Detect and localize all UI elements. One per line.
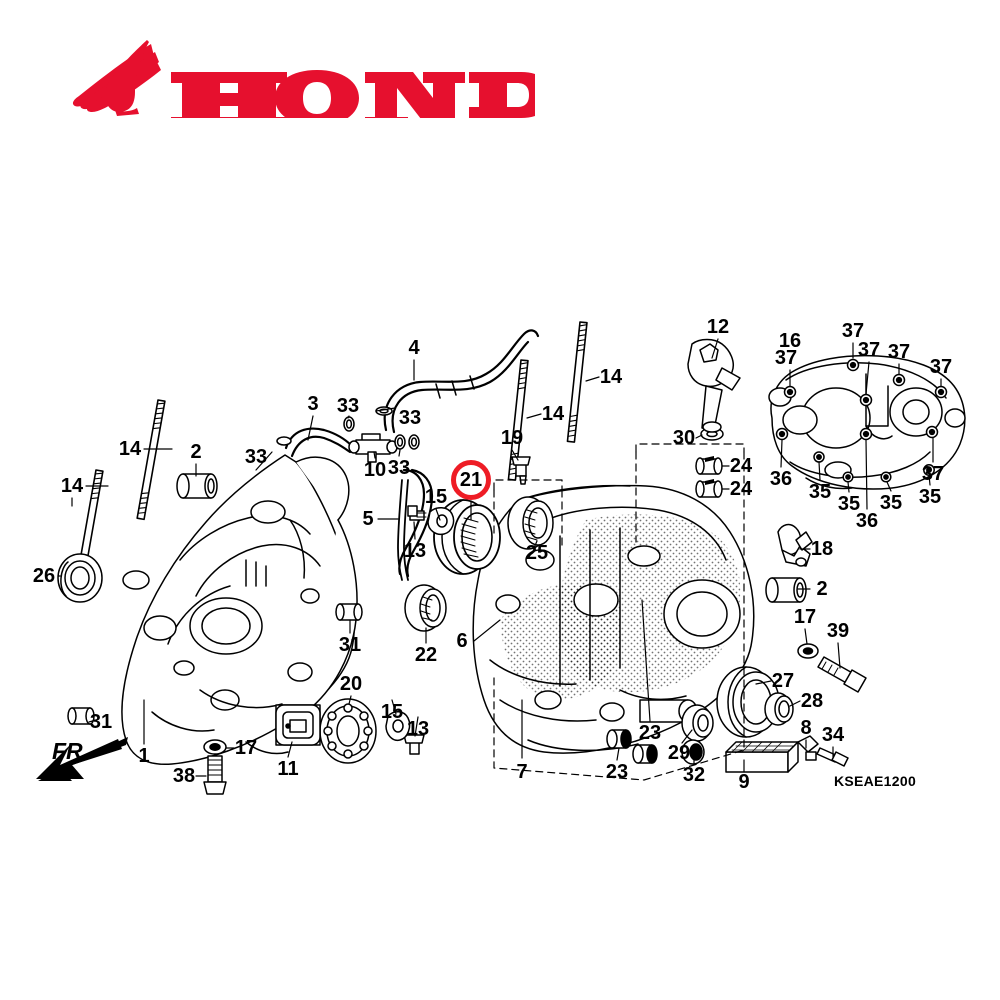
leader-lines: [57, 338, 942, 777]
callout-21-selected[interactable]: 21: [451, 460, 491, 500]
honda-wordmark: [171, 70, 535, 118]
callout-25[interactable]: 25: [525, 542, 549, 564]
honda-wing-icon: [72, 40, 161, 116]
bearing-25: [507, 496, 554, 550]
callout-6[interactable]: 6: [456, 630, 468, 652]
callout-4[interactable]: 4: [408, 337, 420, 359]
breather-hoses: [284, 329, 540, 581]
callout-37[interactable]: 37: [857, 339, 881, 361]
callout-23[interactable]: 23: [638, 722, 662, 744]
callout-33[interactable]: 33: [387, 457, 411, 479]
callout-17[interactable]: 17: [234, 737, 258, 759]
callout-24[interactable]: 24: [729, 478, 753, 500]
callout-13[interactable]: 13: [406, 718, 430, 740]
callout-28[interactable]: 28: [800, 690, 824, 712]
left-crankcase-half: [121, 454, 358, 766]
needle-bearing-21: [433, 499, 501, 575]
callout-31[interactable]: 31: [338, 634, 362, 656]
front-direction-label: FR.: [52, 738, 90, 764]
callout-37[interactable]: 37: [774, 347, 798, 369]
callout-16[interactable]: 16: [778, 330, 802, 352]
callout-30[interactable]: 30: [672, 427, 696, 449]
callout-15[interactable]: 15: [424, 486, 448, 508]
fastener-group-left: [203, 739, 227, 795]
callout-15[interactable]: 15: [380, 701, 404, 723]
callout-2[interactable]: 2: [816, 578, 828, 600]
callout-29[interactable]: 29: [667, 742, 691, 764]
group-bracket: [493, 443, 745, 781]
callout-37[interactable]: 37: [929, 356, 953, 378]
callout-37[interactable]: 37: [921, 463, 945, 485]
honda-brand-header: [55, 38, 535, 118]
callout-23[interactable]: 23: [605, 761, 629, 783]
bearing-22: [404, 584, 447, 632]
callout-3[interactable]: 3: [307, 393, 319, 415]
callout-31[interactable]: 31: [89, 711, 113, 733]
callout-18[interactable]: 18: [810, 538, 834, 560]
diagram-part-code: KSEAE1200: [833, 773, 917, 789]
callout-37[interactable]: 37: [841, 320, 865, 342]
callout-7[interactable]: 7: [516, 761, 528, 783]
callout-33[interactable]: 33: [244, 446, 268, 468]
callout-10[interactable]: 10: [363, 459, 387, 481]
callout-14[interactable]: 14: [541, 403, 565, 425]
callout-36[interactable]: 36: [769, 468, 793, 490]
callout-8[interactable]: 8: [800, 717, 812, 739]
callout-36[interactable]: 36: [855, 510, 879, 532]
callout-33[interactable]: 33: [336, 395, 360, 417]
callout-38[interactable]: 38: [172, 765, 196, 787]
callout-33[interactable]: 33: [398, 407, 422, 429]
hose-joint-fitting: [276, 406, 420, 463]
oil-strainer-11: [275, 704, 321, 746]
callout-14[interactable]: 14: [60, 475, 84, 497]
crankcase-cover: [768, 354, 966, 490]
right-crankcase-half: [472, 484, 755, 754]
callout-35[interactable]: 35: [879, 492, 903, 514]
callout-19[interactable]: 19: [500, 427, 524, 449]
callout-35[interactable]: 35: [918, 486, 942, 508]
callout-13[interactable]: 13: [403, 540, 427, 562]
front-direction-marker: [18, 735, 133, 790]
callout-9[interactable]: 9: [738, 771, 750, 793]
callout-24[interactable]: 24: [729, 455, 753, 477]
callout-32[interactable]: 32: [682, 764, 706, 786]
callout-1[interactable]: 1: [138, 745, 150, 767]
callout-35[interactable]: 35: [837, 493, 861, 515]
callout-14[interactable]: 14: [118, 438, 142, 460]
callout-22[interactable]: 22: [414, 644, 438, 666]
shift-fork-18: [777, 523, 813, 567]
gear-shift-arm-12: [687, 338, 741, 433]
callout-27[interactable]: 27: [771, 670, 795, 692]
callout-39[interactable]: 39: [826, 620, 850, 642]
oil-seal-26: [57, 553, 103, 603]
ball-bearing-20: [319, 698, 377, 764]
callout-11[interactable]: 11: [277, 758, 299, 780]
honda-logo: [72, 40, 535, 118]
callout-14[interactable]: 14: [599, 366, 623, 388]
small-fastener-group: [385, 456, 531, 755]
callout-35[interactable]: 35: [808, 481, 832, 503]
callout-17[interactable]: 17: [793, 606, 817, 628]
dowel-pin-group: [67, 427, 807, 764]
arrow-down-left-icon: [36, 737, 128, 781]
callout-20[interactable]: 20: [339, 673, 363, 695]
callout-37[interactable]: 37: [887, 341, 911, 363]
callout-26[interactable]: 26: [32, 565, 56, 587]
callout-12[interactable]: 12: [706, 316, 730, 338]
hose-clip-icon: [276, 406, 420, 450]
callout-34[interactable]: 34: [821, 724, 845, 746]
callout-5[interactable]: 5: [362, 508, 374, 530]
callout-2[interactable]: 2: [190, 441, 202, 463]
